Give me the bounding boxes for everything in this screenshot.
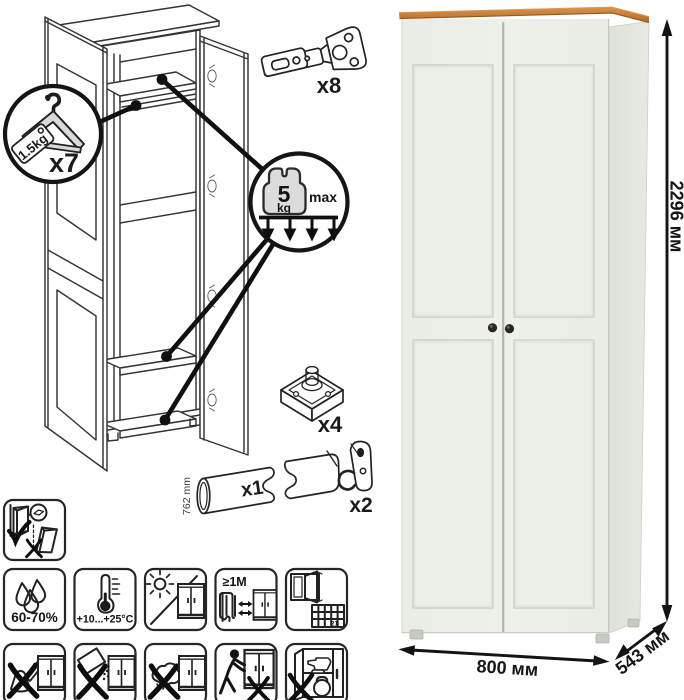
width-dimension: 800 мм	[398, 645, 610, 680]
hook-count-label: x2	[349, 494, 372, 517]
shelf-load-unit: kg	[277, 201, 291, 215]
no-direct-sunlight-icon	[143, 567, 208, 632]
humidity-label: 60-70%	[11, 610, 58, 625]
hanger-callout: 1.5kg x7	[2, 83, 142, 185]
foot-count-label: x4	[318, 412, 343, 437]
hook-hardware: x2	[337, 440, 373, 517]
heater-distance-label: ≥1M	[223, 575, 247, 589]
no-wet-cleaning-icon	[143, 642, 208, 700]
height-label: 2296 мм	[667, 181, 684, 253]
rod-count-label: x1	[240, 477, 265, 502]
wardrobe-side-panel	[608, 21, 650, 634]
width-label: 800 мм	[476, 656, 539, 680]
no-dragging-icon	[214, 642, 278, 700]
rod-hardware: x1 762 mm	[181, 450, 340, 515]
weight-icon: 5 kg	[262, 167, 307, 216]
keep-distance-from-heater-icon: ≥1M	[214, 567, 278, 632]
temperature-label: +10...+25°C	[77, 614, 134, 626]
no-abrasives-icon	[73, 642, 137, 700]
wardrobe-feet	[409, 618, 640, 644]
left-door-knob	[487, 323, 498, 333]
left-door	[412, 64, 494, 609]
calendar-grid	[311, 604, 345, 628]
humidity-icon: 60-70%	[2, 567, 67, 632]
hinge-hardware: x8	[260, 26, 367, 98]
wood-top	[398, 6, 650, 24]
right-door	[513, 64, 595, 609]
anchor-to-wall-icon	[2, 498, 67, 562]
hinge-count-label: x8	[317, 73, 341, 98]
temperature-icon: +10...+25°C	[73, 567, 137, 632]
shelf-load-value: 5	[278, 181, 291, 207]
ventilation-icon: 21	[284, 567, 349, 632]
depth-dimension: 543 мм	[612, 621, 673, 679]
person-figure	[219, 649, 246, 695]
right-door-knob	[504, 324, 515, 334]
wireframe-right-door	[199, 35, 249, 456]
no-solvents-icon	[2, 642, 67, 700]
hanger-count-label: x7	[49, 148, 79, 178]
hanger-load-tag: 1.5kg	[11, 123, 55, 164]
product-photo	[398, 6, 650, 644]
foot-hardware: x4	[280, 365, 344, 437]
shelf-load-max: max	[309, 189, 337, 205]
shelf-load-callout: 5 kg max	[156, 74, 350, 426]
load-arrows	[259, 215, 341, 242]
no-overload-icon	[284, 642, 349, 700]
height-dimension: 2296 мм	[661, 19, 684, 622]
rod-length-label: 762 mm	[181, 477, 193, 515]
wireframe-wardrobe-drawing	[44, 4, 249, 472]
calendar-day-label: 21	[331, 621, 339, 628]
